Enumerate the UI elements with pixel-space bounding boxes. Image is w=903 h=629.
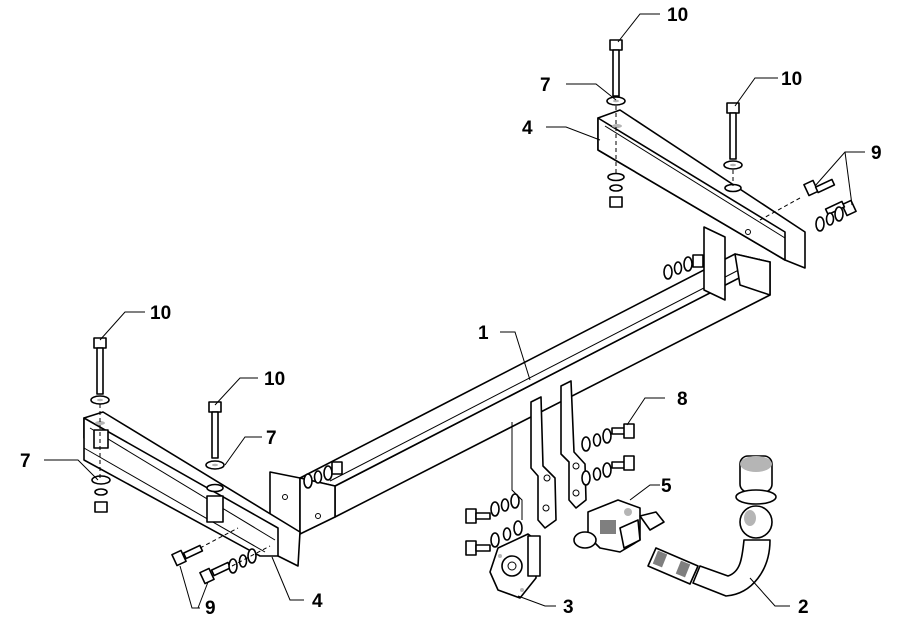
label-long-bolt-left-a: 10 — [150, 303, 171, 324]
label-tow-ball: 2 — [798, 597, 809, 618]
bolt-set-8 — [581, 423, 635, 486]
socket-mounting-plate — [489, 533, 541, 599]
electric-socket — [573, 499, 665, 553]
label-side-bracket-left: 4 — [312, 591, 323, 612]
main-crossbeam — [269, 226, 771, 535]
washers-and-nuts — [90, 96, 743, 513]
label-long-bolt-top-a: 10 — [667, 5, 688, 26]
bolt-set-9-right — [759, 178, 857, 232]
label-washer-left-a: 7 — [266, 428, 277, 449]
label-bolt-set-9-left: 9 — [205, 598, 216, 619]
part-labels: 1 10 10 7 4 9 10 10 7 7 9 4 8 5 3 2 — [20, 5, 882, 619]
long-bolt-left-b — [208, 401, 222, 459]
long-bolt-top-right-a — [609, 39, 623, 97]
label-electric-socket: 5 — [661, 476, 672, 497]
leader-lines — [44, 13, 865, 609]
long-bolt-left-a — [93, 337, 107, 395]
label-long-bolt-top-b: 10 — [781, 69, 802, 90]
center-hitch-bracket — [511, 380, 587, 529]
right-side-bracket — [597, 109, 806, 269]
socket-plate-bolts — [465, 493, 523, 556]
label-washer-top: 7 — [540, 75, 551, 96]
label-long-bolt-left-b: 10 — [264, 369, 285, 390]
beam-end-fasteners — [303, 254, 704, 489]
label-bolt-set-9-right: 9 — [871, 143, 882, 164]
label-side-bracket-right: 4 — [522, 118, 533, 139]
label-washer-left-b: 7 — [20, 451, 31, 472]
label-socket-plate: 3 — [563, 597, 574, 618]
label-main-beam: 1 — [478, 323, 489, 344]
tow-ball-neck — [647, 455, 777, 597]
bolt-set-9-left — [171, 527, 271, 585]
long-bolts — [93, 39, 740, 459]
left-side-bracket — [83, 411, 301, 567]
long-bolt-top-right-b — [726, 102, 740, 160]
label-bolt-set-8: 8 — [677, 389, 688, 410]
